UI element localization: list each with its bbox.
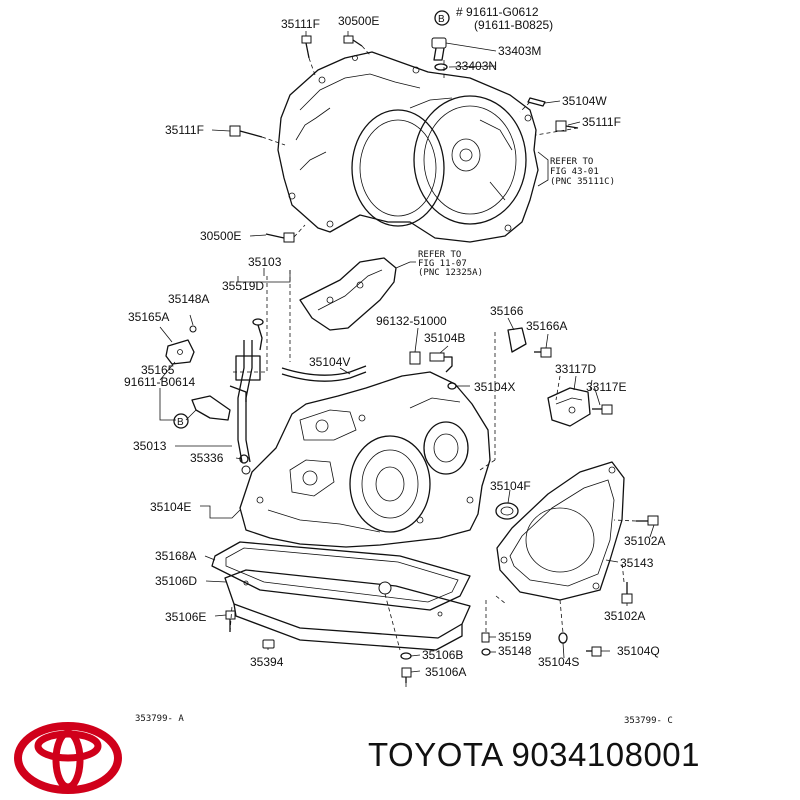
label-35104X: 35104X — [474, 380, 515, 394]
callout-b-circle-left — [173, 413, 189, 429]
plate-91611-B0614 — [191, 395, 231, 421]
label-91611-G0612: # 91611-G0612 — [456, 5, 539, 19]
bracket-35165 — [165, 339, 195, 365]
dipstick-35103 — [252, 318, 264, 351]
refer-fig11-line1: REFER TO — [418, 250, 461, 260]
plug-35106A — [401, 667, 412, 683]
label-35013: 35013 — [133, 439, 167, 453]
bolt-35102A-bottom — [621, 582, 633, 604]
label-35166: 35166 — [490, 304, 524, 318]
o-ring-35148 — [481, 648, 491, 656]
label-35104S: 35104S — [538, 655, 579, 669]
label-35111F-top: 35111F — [281, 17, 320, 31]
hose-35104V — [281, 365, 367, 376]
label-35106E: 35106E — [165, 610, 206, 624]
oil-seal-35104F — [495, 502, 519, 520]
magnet-35394 — [262, 639, 275, 649]
label-35102A-bottom: 35102A — [604, 609, 645, 623]
label-35165: 35165 — [141, 363, 175, 377]
label-35106D: 35106D — [155, 574, 197, 588]
label-b-left: B — [177, 417, 184, 428]
label-35106A: 35106A — [425, 665, 466, 679]
label-35106B: 35106B — [422, 648, 463, 662]
bolt-35166A — [534, 347, 552, 358]
bolt-30500E-top — [343, 35, 363, 47]
fitting-96132-51000 — [409, 351, 421, 365]
label-35104E: 35104E — [150, 500, 191, 514]
cover-plate-fig-11-07 — [299, 257, 397, 331]
label-35111F-right: 35111F — [582, 115, 621, 129]
bolt-30500E-bottom — [265, 232, 295, 243]
bracket-35166 — [507, 327, 527, 353]
label-b-top: B — [438, 14, 445, 25]
label-35519D: 35519D — [222, 279, 264, 293]
bolt-35111F-right — [555, 120, 579, 132]
label-35104Q: 35104Q — [617, 644, 660, 658]
plug-35104Q — [586, 646, 602, 657]
label-35104W: 35104W — [562, 94, 607, 108]
refer-fig11-line2: FIG 11-07 — [418, 259, 467, 269]
plug-35159 — [481, 632, 490, 643]
pin-35104W — [527, 97, 546, 107]
label-30500E-bottom: 30500E — [200, 229, 241, 243]
o-ring-33403N — [434, 63, 448, 71]
bracket-33117D — [547, 387, 591, 427]
bolt-35102A-top — [636, 515, 659, 526]
label-33403M: 33403M — [498, 44, 541, 58]
label-91611-B0614: 91611-B0614 — [124, 375, 196, 389]
logo-vertical-ring — [52, 729, 84, 791]
label-35394: 35394 — [250, 655, 284, 669]
toyota-logo-icon — [14, 722, 122, 794]
label-35159: 35159 — [498, 630, 532, 644]
label-35336: 35336 — [190, 451, 224, 465]
union-35104B — [429, 352, 453, 373]
figure-code-left: 353799- A — [135, 714, 184, 724]
label-96132-51000: 96132-51000 — [376, 314, 447, 328]
label-35168A: 35168A — [155, 549, 196, 563]
label-35148A: 35148A — [168, 292, 209, 306]
refer-fig43-line2: FIG 43-01 — [550, 167, 599, 177]
label-33117E: 33117E — [586, 380, 626, 394]
clamp-35148A — [189, 325, 197, 333]
refer-fig11-line3: (PNC 12325A) — [418, 268, 483, 278]
plug-35106B — [400, 652, 412, 660]
figure-code-right: 353799- C — [624, 716, 673, 726]
oil-filler-tube-35013 — [229, 340, 261, 463]
label-35104V: 35104V — [309, 355, 350, 369]
label-33117D: 33117D — [555, 362, 596, 376]
label-35102A-top: 35102A — [624, 534, 665, 548]
label-35104B: 35104B — [424, 331, 465, 345]
transaxle-case — [239, 371, 491, 548]
label-35165A: 35165A — [128, 310, 169, 324]
brand-part-number: TOYOTA 9034108001 — [368, 736, 701, 773]
oil-pan-35106D — [224, 569, 471, 651]
bolt-33117E — [592, 404, 613, 415]
label-35104F: 35104F — [490, 479, 531, 493]
bolt-35111F-left — [229, 125, 263, 138]
label-35103: 35103 — [248, 255, 282, 269]
plug-33403M — [431, 37, 447, 61]
refer-fig43-line1: REFER TO — [550, 157, 593, 167]
transaxle-housing — [277, 51, 539, 243]
callout-b-circle-top — [434, 10, 450, 26]
label-35111F-left: 35111F — [165, 123, 204, 137]
label-35148: 35148 — [498, 644, 532, 658]
label-35166A: 35166A — [526, 319, 567, 333]
refer-fig43-line3: (PNC 35111C) — [550, 177, 615, 187]
label-30500E-top: 30500E — [338, 14, 379, 28]
label-91611-B0825: (91611-B0825) — [474, 18, 553, 32]
label-33403N: 33403N — [455, 59, 497, 73]
bolt-35111F-top — [301, 35, 312, 59]
o-ring-35104S — [558, 632, 568, 644]
logo-horizontal-ring — [34, 730, 102, 762]
gasket-35168A — [211, 541, 471, 611]
label-35143: 35143 — [620, 556, 654, 570]
